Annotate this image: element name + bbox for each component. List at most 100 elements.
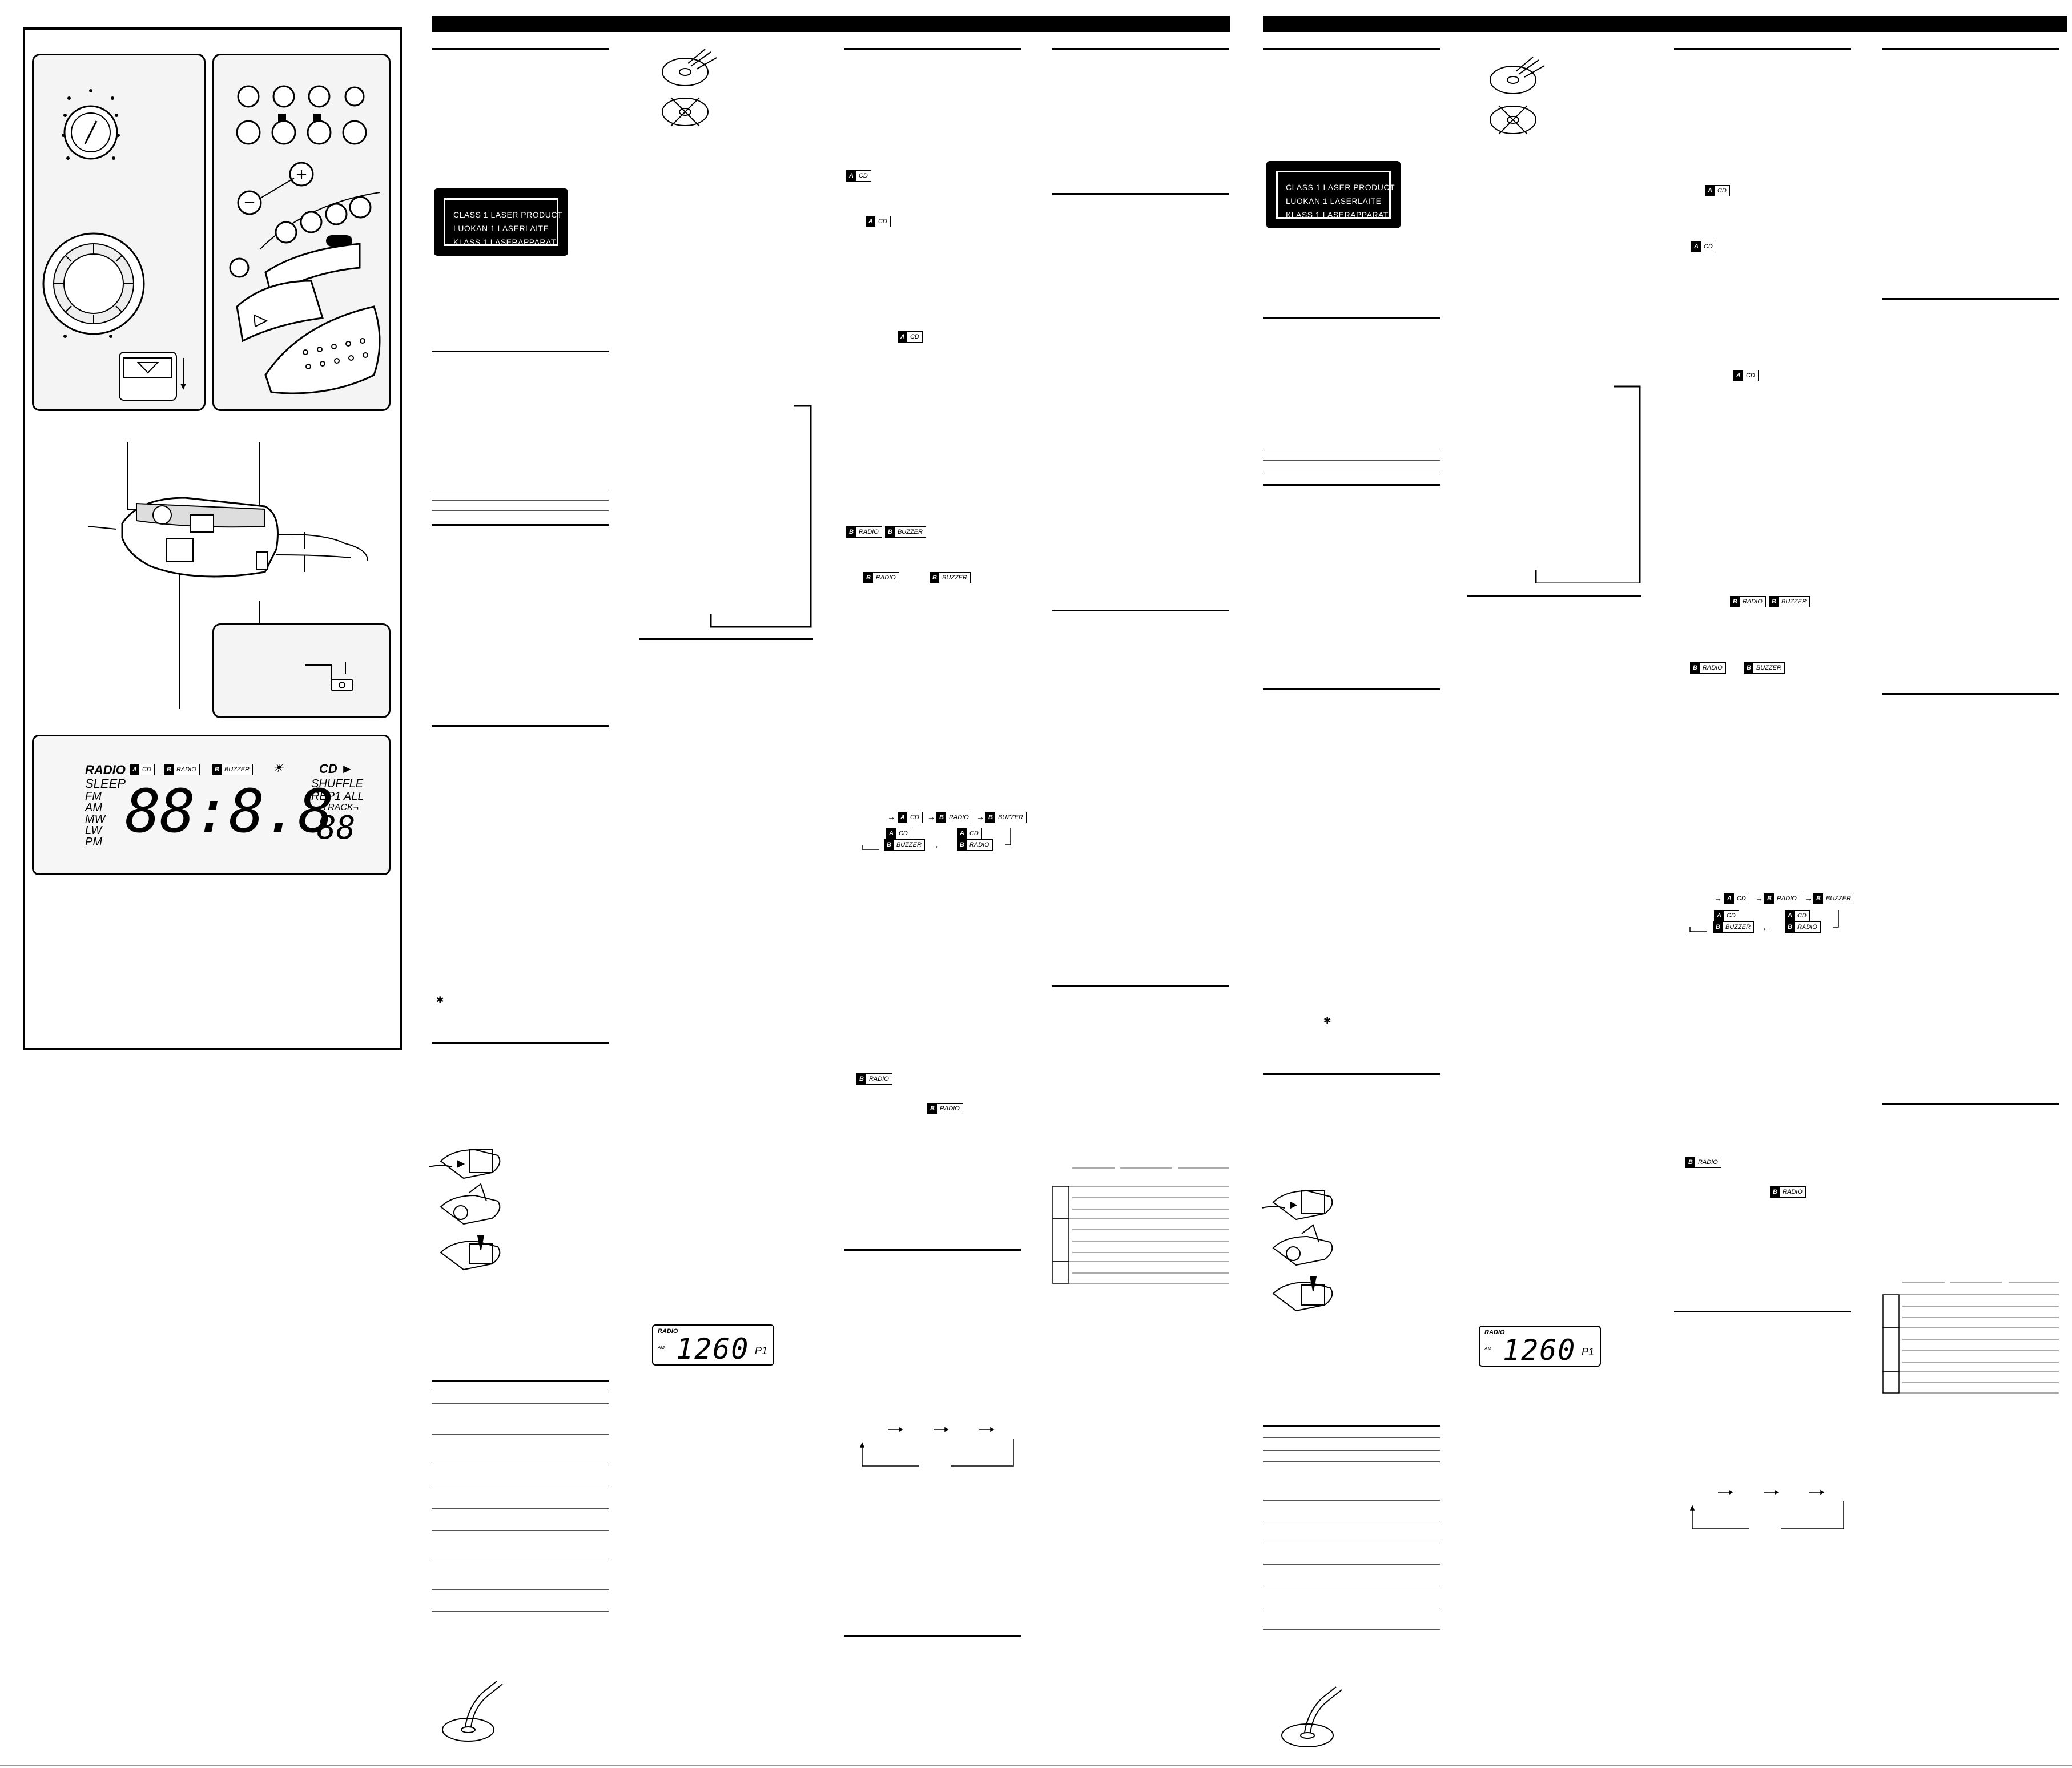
- section-rule: [1052, 610, 1229, 611]
- sleep-indicator: SLEEP: [85, 776, 126, 791]
- section-rule: [1263, 1425, 1440, 1427]
- pm-indicator: PM: [85, 836, 102, 848]
- section-rule: [1052, 193, 1229, 195]
- lw-indicator: LW: [85, 824, 102, 837]
- cycle-loop-line: [862, 828, 1011, 850]
- section-rule: [1263, 317, 1440, 319]
- table-rule: [432, 1611, 609, 1612]
- fm-indicator: FM: [85, 790, 102, 803]
- radio-indicator: RADIO: [85, 763, 126, 777]
- laser-product-label: CLASS 1 LASER PRODUCT LUOKAN 1 LASERLAIT…: [1266, 161, 1401, 228]
- sun-icon: ☀: [272, 760, 284, 775]
- section-rule: [1263, 1073, 1440, 1075]
- shuffle-indicator: SHUFFLE: [311, 778, 364, 790]
- arrow-icon: →: [1714, 893, 1722, 903]
- am-indicator: AM: [85, 802, 102, 814]
- spec-table: [1052, 1167, 1229, 1284]
- section-rule: [1052, 48, 1229, 50]
- cd-insert-steps-icon: [429, 1149, 501, 1271]
- page-header-bar-right: [1263, 16, 2067, 32]
- main-digits: 88:8.8: [125, 776, 334, 846]
- alarm-b-buzzer-indicator: B BUZZER: [212, 764, 253, 775]
- svg-text:−: −: [243, 194, 256, 211]
- spec-table: [1882, 1282, 2059, 1394]
- repeat-indicator: REP1 ALL: [311, 790, 364, 803]
- section-rule: [844, 48, 1021, 50]
- laser-product-label: CLASS 1 LASER PRODUCT LUOKAN 1 LASERLAIT…: [434, 188, 568, 256]
- cd-play-indicator: CD ►: [319, 762, 353, 776]
- dc-in-panel: [212, 623, 391, 718]
- table-rule: [1263, 460, 1440, 461]
- table-rule: [1263, 1450, 1440, 1451]
- section-rule: [1882, 693, 2059, 695]
- section-rule: [844, 1635, 1021, 1637]
- illustration-sheet: + −: [23, 27, 402, 1050]
- table-rule: [432, 510, 609, 511]
- arrow-icon: →: [1755, 893, 1763, 903]
- radio-display-example: RADIO AM 1260 P1: [1479, 1326, 1601, 1367]
- arrow-icon: →: [1804, 893, 1812, 903]
- cd-insert-steps-icon: [1262, 1190, 1333, 1312]
- track-digits: 88: [317, 810, 356, 847]
- section-rule: [1882, 1103, 2059, 1105]
- section-rule: [432, 351, 609, 352]
- table-rule: [432, 1434, 609, 1435]
- arrow-icon: →: [976, 812, 984, 821]
- section-rule: [844, 1249, 1021, 1251]
- flow-loop-diagram: [859, 1427, 1014, 1467]
- alarm-a-cd-indicator: A CD: [130, 764, 155, 775]
- cd-handling-icon: [662, 49, 717, 127]
- section-rule: [1263, 688, 1440, 690]
- section-rule: [1882, 48, 2059, 50]
- section-rule: [1263, 484, 1440, 486]
- asterisk-mark: ✱: [1323, 1016, 1331, 1026]
- control-buttons-icon: + −: [229, 85, 381, 394]
- volume-knob-icon: [42, 89, 186, 401]
- arrow-icon: ←: [934, 841, 942, 850]
- section-rule: [432, 1380, 609, 1382]
- bracket-line: [710, 405, 812, 628]
- clock-radio-device-icon: [87, 442, 368, 709]
- alarm-b-radio-indicator: B RADIO: [164, 764, 200, 775]
- table-rule: [432, 1530, 609, 1531]
- section-rule: [1674, 48, 1851, 50]
- bottom-trim-line: [0, 1765, 2072, 1766]
- dial-panel: [32, 54, 206, 411]
- section-rule: [432, 48, 609, 50]
- arrow-icon: →: [887, 812, 895, 821]
- asterisk-mark: ✱: [436, 996, 444, 1005]
- table-rule: [1263, 1437, 1440, 1438]
- mw-indicator: MW: [85, 813, 106, 825]
- power-jack-icon: [305, 662, 353, 691]
- section-rule: [432, 1042, 609, 1044]
- bracket-line: [1535, 385, 1641, 583]
- flow-loop-diagram: [1689, 1489, 1844, 1529]
